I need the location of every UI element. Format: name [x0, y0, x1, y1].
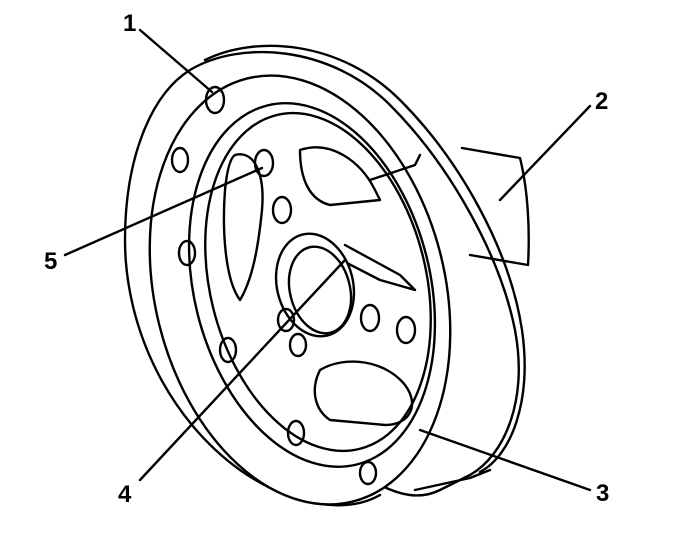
leader-4	[138, 258, 347, 482]
callout-4: 4	[118, 481, 132, 508]
leader-5	[63, 166, 264, 257]
left-window	[222, 153, 264, 302]
leader-2	[498, 104, 592, 202]
callout-1: 1	[123, 10, 137, 37]
ring-hole	[358, 460, 378, 486]
hub-hole	[395, 315, 417, 345]
ring-hole	[286, 419, 306, 447]
callout-5: 5	[44, 248, 58, 275]
hub-plate-edge	[204, 111, 432, 453]
hub-hole	[288, 332, 308, 358]
ring-hole	[177, 239, 197, 267]
hub-hole	[253, 148, 275, 178]
hub-hole	[359, 303, 381, 333]
leader-3	[418, 428, 592, 492]
center-bore-inner	[287, 245, 353, 335]
leader-1	[138, 28, 214, 94]
key-tab	[460, 146, 530, 267]
rim-notch-bottom	[413, 468, 492, 492]
rim-back-edge	[203, 44, 526, 474]
front-face-inner-ring	[187, 102, 437, 468]
hub-hole	[276, 307, 296, 333]
ring-hole	[218, 336, 238, 364]
upper-window	[298, 146, 382, 207]
ring-hole	[204, 85, 226, 115]
lower-window	[313, 360, 414, 427]
ring-hole	[170, 146, 190, 174]
callout-3: 3	[596, 480, 610, 507]
right-spoke	[343, 243, 417, 292]
hub-hole	[271, 195, 293, 225]
rim-notch-top	[368, 153, 422, 182]
callout-2: 2	[595, 88, 609, 115]
